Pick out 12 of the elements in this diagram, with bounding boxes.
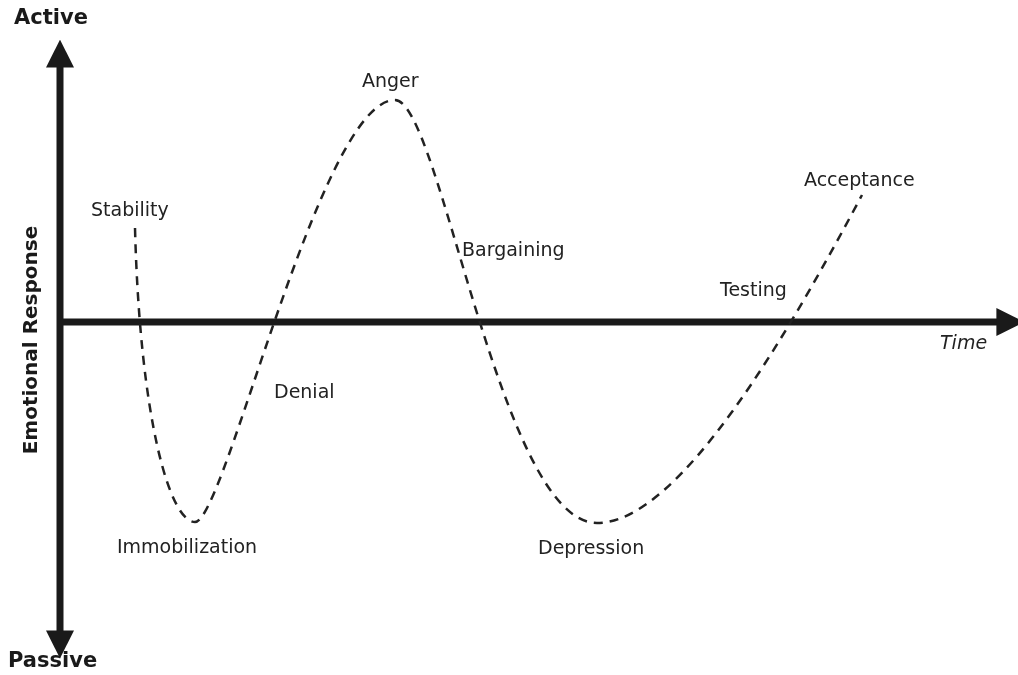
stage-label: Stability xyxy=(91,197,169,221)
stage-label: Bargaining xyxy=(462,237,565,261)
stage-label: Denial xyxy=(274,379,335,403)
stage-label: Acceptance xyxy=(804,167,915,191)
stage-label: Immobilization xyxy=(117,534,258,558)
stage-label: Anger xyxy=(362,68,419,92)
axis-title: Emotional Response xyxy=(17,225,42,455)
stage-label: Depression xyxy=(538,535,645,559)
stage-label: Testing xyxy=(720,277,787,301)
axis-label: Passive xyxy=(8,648,98,672)
axis-label: Active xyxy=(14,5,88,29)
axis-title: Time xyxy=(940,330,988,354)
